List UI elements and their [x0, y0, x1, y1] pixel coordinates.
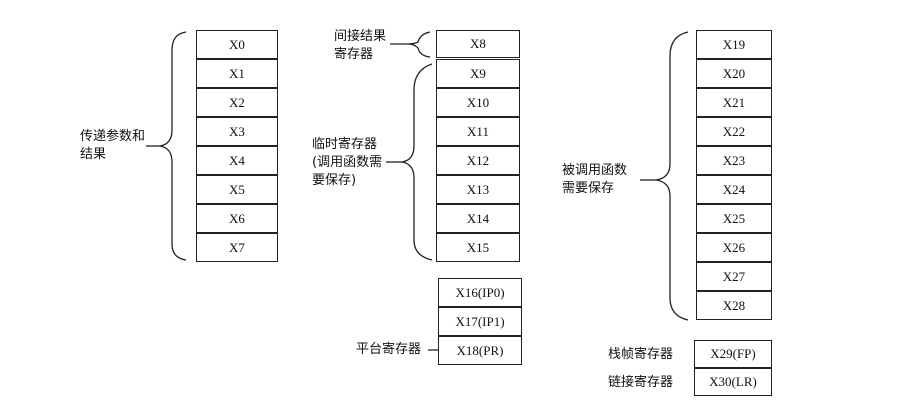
- register-x26: X26: [696, 233, 772, 262]
- register-x25: X25: [696, 204, 772, 233]
- register-x23: X23: [696, 146, 772, 175]
- register-x15: X15: [436, 233, 520, 262]
- register-x10: X10: [436, 88, 520, 117]
- platform-label: 平台寄存器: [356, 342, 422, 357]
- register-x13: X13: [436, 175, 520, 204]
- register-x7: X7: [196, 233, 278, 262]
- temp-label: 临时寄存器 (调用函数需 要保存): [312, 137, 383, 188]
- register-x3: X3: [196, 117, 278, 146]
- register-x27: X27: [696, 262, 772, 291]
- register-x4: X4: [196, 146, 278, 175]
- callee-brace: [655, 31, 689, 321]
- register-x2: X2: [196, 88, 278, 117]
- register-x17-ip1: X17(IP1): [438, 307, 522, 336]
- register-x12: X12: [436, 146, 520, 175]
- register-x19: X19: [696, 30, 772, 59]
- temp-brace: [401, 63, 433, 261]
- register-x1: X1: [196, 59, 278, 88]
- register-x9: X9: [436, 59, 520, 88]
- args-brace: [159, 31, 187, 261]
- callee-label: 被调用函数 需要保存: [562, 163, 628, 196]
- link-label: 链接寄存器: [608, 375, 674, 390]
- args-label: 传递参数和 结果: [80, 129, 146, 162]
- register-x8: X8: [436, 30, 520, 58]
- register-x20: X20: [696, 59, 772, 88]
- register-x28: X28: [696, 291, 772, 320]
- register-x24: X24: [696, 175, 772, 204]
- indirect-brace: [407, 31, 431, 58]
- register-x14: X14: [436, 204, 520, 233]
- register-x22: X22: [696, 117, 772, 146]
- register-x18-pr: X18(PR): [438, 336, 522, 365]
- register-x0: X0: [196, 30, 278, 59]
- register-x11: X11: [436, 117, 520, 146]
- register-x29-fp: X29(FP): [694, 340, 772, 368]
- register-x5: X5: [196, 175, 278, 204]
- frame-label: 栈帧寄存器: [608, 347, 674, 362]
- register-x16-ip0: X16(IP0): [438, 278, 522, 307]
- register-x21: X21: [696, 88, 772, 117]
- register-x30-lr: X30(LR): [694, 368, 772, 396]
- indirect-label: 间接结果 寄存器: [334, 29, 387, 62]
- register-x6: X6: [196, 204, 278, 233]
